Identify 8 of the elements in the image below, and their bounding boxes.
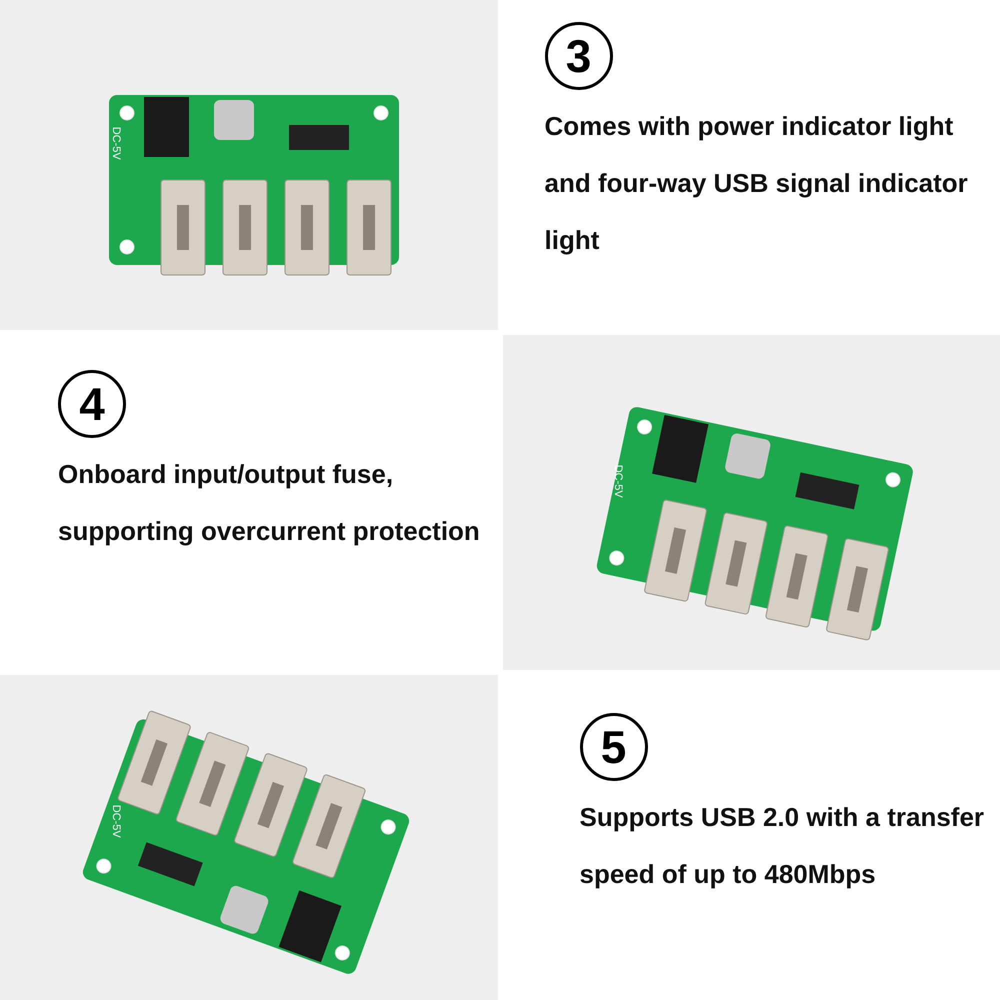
circled-number: 4 (58, 370, 126, 438)
feature-description: Comes with power indicator light and four-way USB signal indicator light (544, 110, 969, 257)
feature-description: Supports USB 2.0 with a transfer speed of up to 480Mbps (580, 801, 986, 891)
feature-description: Onboard input/output fuse, supporting overcurrent protection (58, 458, 481, 548)
silkscreen-text: DC-5V (108, 126, 122, 160)
circled-number: 5 (580, 713, 648, 781)
silkscreen-text: DC-5V (108, 804, 122, 838)
circled-number: 3 (544, 22, 612, 90)
